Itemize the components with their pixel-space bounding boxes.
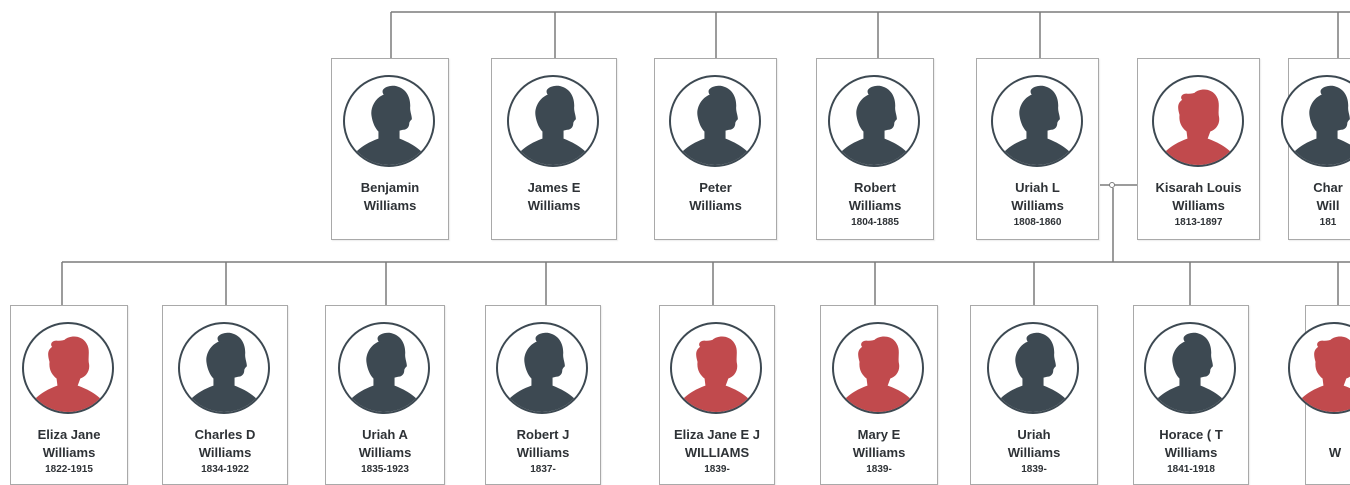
name-line-last: Will [1316,198,1340,213]
name-line-first: Char [1313,180,1343,195]
female-silhouette-icon [1151,75,1244,167]
person-name: Charles D Williams [169,426,281,462]
name-line-first: Horace ( T [1159,427,1223,442]
person-dates: 1839- [704,464,730,475]
person-card-horace-t-williams[interactable]: Horace ( T Williams 1841-1918 [1133,305,1249,485]
male-silhouette-icon [343,75,435,167]
person-dates: 1822-1915 [45,464,93,475]
name-line-last: Williams [527,198,581,213]
name-line-last: Williams [1172,198,1225,213]
person-name: James E Williams [498,179,610,215]
name-line-first: Uriah L [1015,180,1060,195]
person-card-mary-e-williams[interactable]: Mary E Williams 1839- [820,305,938,485]
name-line-first: James E [527,180,581,195]
name-line-last: Williams [363,198,417,213]
person-name: Horace ( T Williams [1140,426,1242,462]
person-name: W [1312,426,1350,462]
person-name: Eliza Jane E J WILLIAMS [666,426,768,462]
male-silhouette-icon [1281,75,1350,167]
name-line-first: Robert [854,180,896,195]
spouse-connector-dot [1109,182,1115,188]
person-dates: 1839- [866,464,892,475]
female-silhouette-icon [22,322,114,414]
male-silhouette-icon [668,75,761,167]
name-line-last: Williams [1007,445,1061,460]
male-silhouette-icon [496,322,588,414]
female-silhouette-icon [832,322,924,414]
person-dates: 181 [1319,217,1337,228]
name-line-last: Williams [689,198,742,213]
person-name: Robert J Williams [492,426,594,462]
name-line-last: Williams [1164,445,1218,460]
male-silhouette-icon [178,322,270,414]
name-line-last: Williams [198,445,252,460]
person-card-uriah-l-williams[interactable]: Uriah L Williams 1808-1860 [976,58,1099,240]
name-line-first: Eliza Jane E J [674,427,760,442]
name-line-last: WILLIAMS [684,445,750,460]
name-line-first [1312,426,1350,444]
name-line-first: Peter [699,180,732,195]
person-name: Uriah L Williams [983,179,1092,215]
name-line-last: Williams [358,445,412,460]
person-dates: 1804-1885 [851,217,899,228]
person-card-robert-j-williams[interactable]: Robert J Williams 1837- [485,305,601,485]
name-line-first: Mary E [857,427,901,442]
person-card-uriah-a-williams[interactable]: Uriah A Williams 1835-1923 [325,305,445,485]
person-dates: 1808-1860 [1013,217,1062,228]
name-line-last: Williams [852,445,906,460]
person-dates: 1835-1923 [361,464,409,475]
name-line-first: Robert J [516,427,570,442]
person-card-james-e-williams[interactable]: James E Williams [491,58,617,240]
name-line-last: Williams [1011,198,1064,213]
male-silhouette-icon [990,75,1083,167]
name-line-first: Uriah A [362,427,408,442]
person-dates: 1839- [1021,464,1047,475]
female-silhouette-icon [670,322,762,414]
person-card-eliza-jane-e-j-williams[interactable]: Eliza Jane E J WILLIAMS 1839- [659,305,775,485]
name-line-first: Kisarah Louis [1155,180,1242,195]
name-line-first: Benjamin [360,180,420,195]
name-line-first: Uriah [1017,427,1051,442]
name-line-first: Charles D [194,427,256,442]
person-dates: 1813-1897 [1174,217,1223,228]
name-line-last: Williams [848,198,902,213]
person-dates: 1841-1918 [1167,464,1215,475]
male-silhouette-icon [828,75,920,167]
person-name: Uriah A Williams [332,426,438,462]
person-dates: 1834-1922 [201,464,249,475]
person-name: Mary E Williams [827,426,931,462]
name-line-last: W [1328,445,1342,460]
name-line-last: Williams [516,445,570,460]
male-silhouette-icon [338,322,430,414]
female-silhouette-icon [1288,322,1350,414]
male-silhouette-icon [1144,322,1236,414]
person-card-w[interactable]: W [1288,305,1350,485]
male-silhouette-icon [987,322,1079,414]
male-silhouette-icon [507,75,599,167]
name-line-first: Eliza Jane [37,427,101,442]
name-line-last: Williams [42,445,96,460]
person-dates: 1837- [530,464,556,475]
person-card-charles-d-williams[interactable]: Charles D Williams 1834-1922 [162,305,288,485]
